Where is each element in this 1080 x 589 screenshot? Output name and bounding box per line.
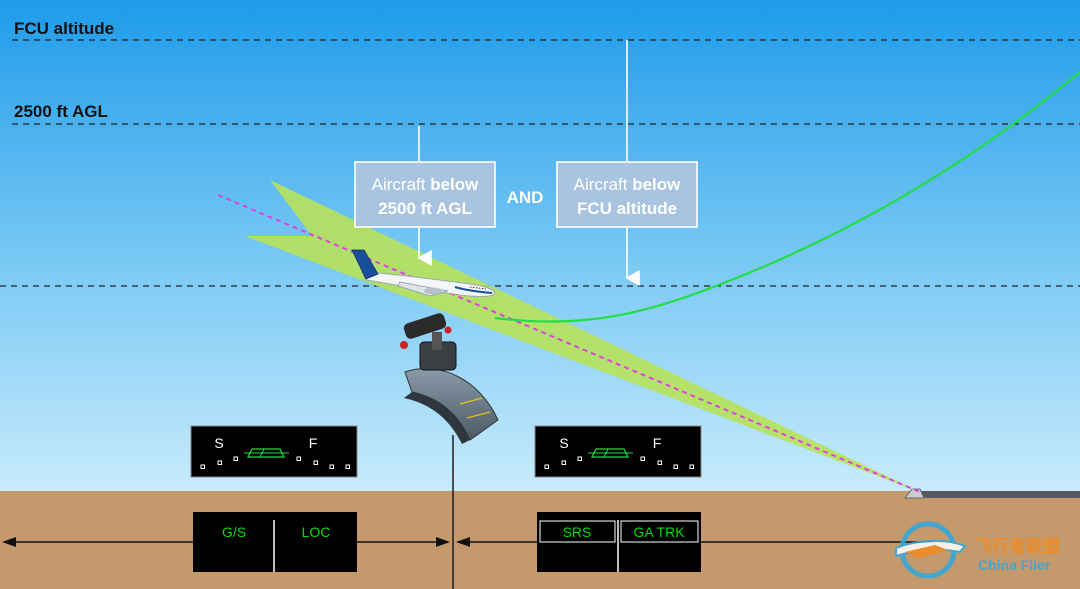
watermark-logo: 飞行者联盟 China Flier xyxy=(895,521,1060,579)
go-around-path xyxy=(494,71,1080,323)
condition-agl-line2: 2500 ft AGL xyxy=(378,199,472,218)
fcu-altitude-label: FCU altitude xyxy=(14,19,114,38)
condition-fcu-bold: below xyxy=(632,175,681,194)
timeline-mid-right-arrowhead xyxy=(456,537,470,547)
fma-after: SRS GA TRK xyxy=(537,512,701,572)
svg-text:Aircraft below: Aircraft below xyxy=(574,175,682,194)
aircraft-illustration xyxy=(351,249,495,297)
fma-after-lateral-mode: GA TRK xyxy=(633,524,685,540)
pfd-before-s-label: S xyxy=(214,435,223,451)
fma-before-vertical-mode: G/S xyxy=(222,524,246,540)
fma-before-lateral-mode: LOC xyxy=(302,524,331,540)
runway xyxy=(912,491,1080,498)
agl-2500-label: 2500 ft AGL xyxy=(14,102,108,121)
condition-fcu-prefix: Aircraft xyxy=(574,175,633,194)
thrust-lever-illustration xyxy=(400,313,499,444)
svg-text:Aircraft below: Aircraft below xyxy=(372,175,480,194)
watermark-cn-text: 飞行者联盟 xyxy=(975,536,1060,556)
timeline-mid-left-arrowhead xyxy=(436,537,450,547)
and-connector: AND xyxy=(507,188,544,207)
condition-box-fcu: Aircraft below FCU altitude xyxy=(556,161,698,228)
condition-agl-prefix: Aircraft xyxy=(372,175,431,194)
condition-box-agl: Aircraft below 2500 ft AGL xyxy=(354,161,496,228)
pfd-after-s-label: S xyxy=(559,435,568,451)
watermark-en-text: China Flier xyxy=(978,557,1051,573)
fma-before: G/S LOC xyxy=(193,512,357,572)
fma-after-vertical-mode: SRS xyxy=(563,524,592,540)
sky xyxy=(0,0,1080,492)
pfd-before: S F xyxy=(190,425,358,478)
pfd-after: S F xyxy=(534,425,702,478)
pfd-before-f-label: F xyxy=(309,435,318,451)
pfd-before-attitude-symbol xyxy=(247,448,285,458)
runway-threshold xyxy=(903,488,925,499)
condition-agl-bold: below xyxy=(430,175,479,194)
condition-fcu-line2: FCU altitude xyxy=(577,199,677,218)
ils-beam xyxy=(245,180,920,492)
pfd-after-attitude-symbol xyxy=(591,448,629,458)
timeline-left-arrowhead xyxy=(2,537,16,547)
pfd-after-f-label: F xyxy=(653,435,662,451)
glideslope-path xyxy=(217,194,921,493)
